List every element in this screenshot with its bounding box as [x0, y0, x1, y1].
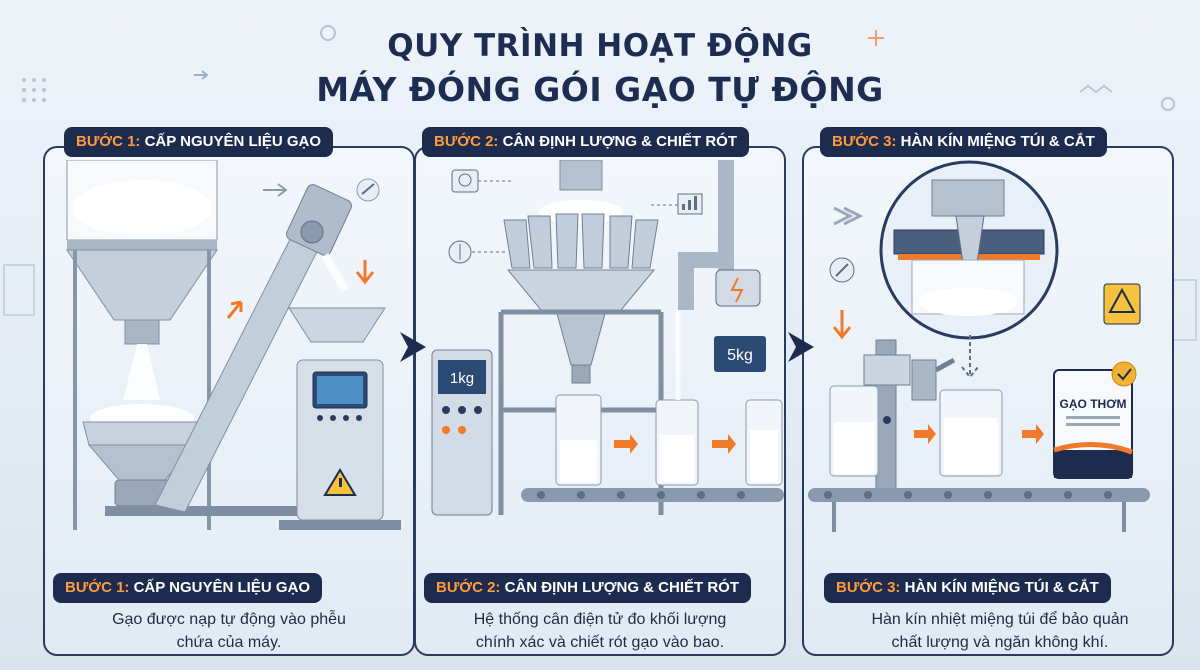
step3-description: Hàn kín nhiệt miệng túi để bảo quản chất… — [871, 611, 1129, 651]
step3-illustration: GẠO THƠM — [808, 160, 1150, 532]
page-title-line2: MÁY ĐÓNG GÓI GẠO TỰ ĐỘNG — [316, 70, 884, 109]
step2-to-step3-arrow-icon — [788, 332, 814, 362]
step2-illustration: 1kg 5kg — [431, 160, 784, 516]
step1-bottom-badge: BƯỚC 1: CẤP NGUYÊN LIỆU GẠO — [53, 573, 323, 603]
step1-description: Gạo được nạp tự động vào phễu chứa của m… — [112, 611, 346, 651]
step3-bottom-badge: BƯỚC 3: HÀN KÍN MIỆNG TÚI & CẮT — [824, 573, 1111, 603]
page-title-line1: QUY TRÌNH HOẠT ĐỘNG — [387, 28, 813, 64]
scale-display-5kg: 5kg — [727, 347, 753, 364]
step2-top-badge: BƯỚC 2: CÂN ĐỊNH LƯỢNG & CHIẾT RÓT — [422, 127, 749, 157]
step2-bottom-badge: BƯỚC 2: CÂN ĐỊNH LƯỢNG & CHIẾT RÓT — [424, 573, 751, 603]
scale-display-1kg: 1kg — [450, 370, 474, 387]
step2-description: Hệ thống cân điện tử đo khối lượng chính… — [473, 611, 727, 651]
step2-panel: 1kg 5kg BƯỚC 2: CÂN ĐỊNH LƯỢNG & CHIẾT R… — [414, 146, 786, 656]
product-bag-label: GẠO THƠM — [1060, 397, 1127, 411]
step3-panel: GẠO THƠM BƯỚC 3: HÀN KÍN MIỆNG TÚI & CẮT… — [802, 146, 1174, 656]
step1-top-badge: BƯỚC 1: CẤP NGUYÊN LIỆU GẠO — [64, 127, 334, 157]
step1-illustration — [66, 160, 401, 530]
step1-to-step2-arrow-icon — [400, 332, 426, 362]
step1-panel: BƯỚC 1: CẤP NGUYÊN LIỆU GẠO Gạo được nạp… — [43, 146, 415, 656]
step3-top-badge: BƯỚC 3: HÀN KÍN MIỆNG TÚI & CẮT — [820, 127, 1107, 157]
